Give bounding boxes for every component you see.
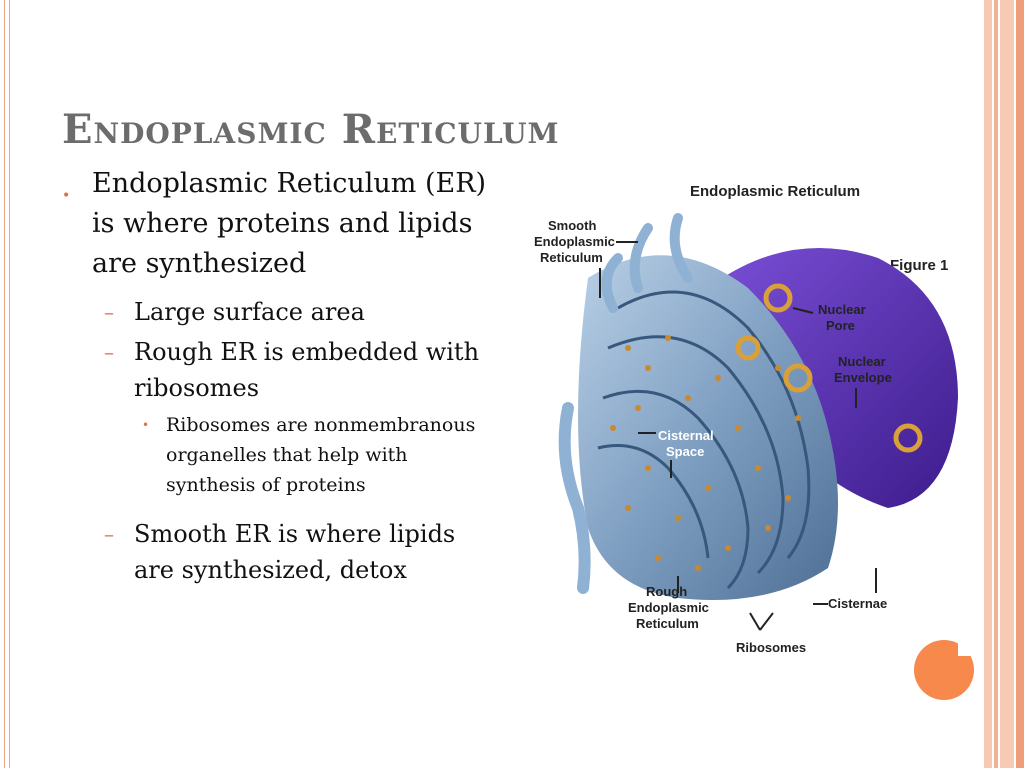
label-nuclear-envelope-1: Nuclear bbox=[838, 354, 886, 369]
sub-bullet-item: – Rough ER is embedded with ribosomes bbox=[62, 334, 502, 406]
sub-bullet-text: Smooth ER is where lipids are synthesize… bbox=[134, 520, 456, 584]
sub-bullet-item: – Large surface area bbox=[62, 294, 502, 330]
label-rough-er-2: Endoplasmic bbox=[628, 600, 709, 615]
smooth-er-tubules bbox=[601, 213, 693, 313]
label-smooth-er-1: Smooth bbox=[548, 218, 596, 233]
sub-bullet-text: Large surface area bbox=[134, 298, 365, 326]
er-fold bbox=[617, 290, 811, 559]
label-rough-er-1: Rough bbox=[646, 584, 687, 599]
dash-marker: – bbox=[104, 300, 114, 324]
er-fold bbox=[597, 444, 710, 559]
label-cisternal-space-2: Space bbox=[666, 444, 704, 459]
label-cisternal-space-1: Cisternal bbox=[658, 428, 714, 443]
bullet-list: • Endoplasmic Reticulum (ER) is where pr… bbox=[62, 164, 502, 588]
decorative-notch bbox=[958, 636, 978, 656]
dash-marker: – bbox=[104, 340, 114, 364]
dash-marker: – bbox=[104, 522, 114, 546]
figure-labels: Smooth Endoplasmic Reticulum Nuclear Por… bbox=[534, 218, 892, 655]
nuclear-pores bbox=[735, 283, 923, 453]
label-smooth-er-2: Endoplasmic bbox=[534, 234, 615, 249]
sub-sub-bullet-text: Ribosomes are nonmembranous organelles t… bbox=[166, 414, 476, 496]
figure-label: Figure 1 bbox=[890, 257, 948, 274]
smooth-er-tubules bbox=[558, 402, 591, 594]
label-ribosomes: Ribosomes bbox=[736, 640, 806, 655]
right-border-stripe bbox=[984, 0, 992, 768]
slide-title: Endoplasmic Reticulum bbox=[62, 106, 560, 153]
label-leader-lines bbox=[599, 241, 877, 631]
label-nuclear-pore-2: Pore bbox=[826, 318, 855, 333]
bullet-marker: • bbox=[62, 188, 71, 204]
right-border-stripe bbox=[994, 0, 998, 768]
bullet-text: Endoplasmic Reticulum (ER) is where prot… bbox=[92, 168, 487, 279]
label-smooth-er-3: Reticulum bbox=[540, 250, 603, 265]
sub-sub-bullet-item: • Ribosomes are nonmembranous organelles… bbox=[62, 410, 502, 500]
bullet-item: • Endoplasmic Reticulum (ER) is where pr… bbox=[62, 164, 502, 284]
er-diagram: Endoplasmic Reticulum Figure 1 Smooth En… bbox=[534, 183, 958, 655]
label-cisternae: Cisternae bbox=[828, 596, 887, 611]
label-nuclear-envelope-2: Envelope bbox=[834, 370, 892, 385]
label-rough-er-3: Reticulum bbox=[636, 616, 699, 631]
right-border-stripe bbox=[1016, 0, 1024, 768]
dot-marker: • bbox=[142, 418, 150, 432]
right-border-stripe bbox=[1000, 0, 1014, 768]
er-fold bbox=[607, 335, 785, 575]
left-border-decoration bbox=[4, 0, 10, 768]
er-fold bbox=[602, 389, 750, 590]
ribosome-dots bbox=[610, 335, 801, 571]
label-nuclear-pore-1: Nuclear bbox=[818, 302, 866, 317]
sub-bullet-item: – Smooth ER is where lipids are synthesi… bbox=[62, 516, 502, 588]
sub-bullet-text: Rough ER is embedded with ribosomes bbox=[134, 338, 480, 402]
figure-title: Endoplasmic Reticulum bbox=[690, 183, 860, 200]
